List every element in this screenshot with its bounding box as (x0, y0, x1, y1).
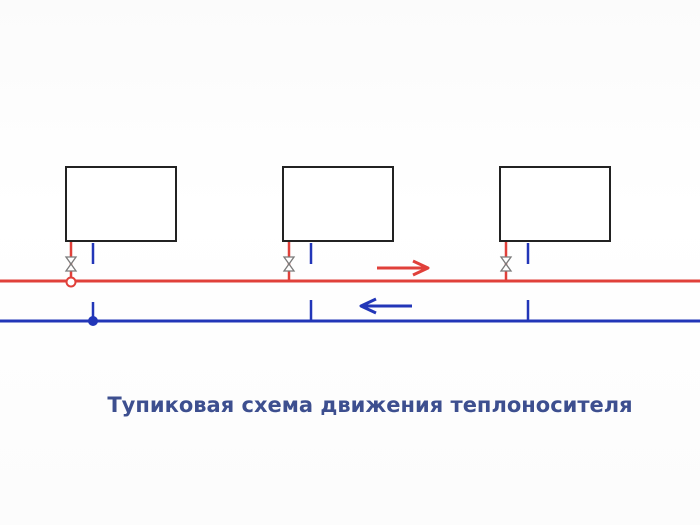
flow-arrow-left-icon (359, 297, 412, 315)
radiator-body (499, 166, 611, 242)
flow-arrow-right-icon (377, 259, 430, 277)
radiator-2 (282, 166, 394, 321)
junction-ring-icon (65, 276, 77, 288)
radiator-body (65, 166, 177, 242)
valve-icon (64, 256, 78, 272)
valve-icon (499, 256, 513, 272)
junction-dot-icon (88, 316, 98, 326)
radiator-1 (64, 166, 177, 326)
diagram-caption: Тупиковая схема движения теплоносителя (107, 393, 633, 417)
valve-icon (282, 256, 296, 272)
radiator-body (282, 166, 394, 242)
radiator-3 (499, 166, 611, 321)
